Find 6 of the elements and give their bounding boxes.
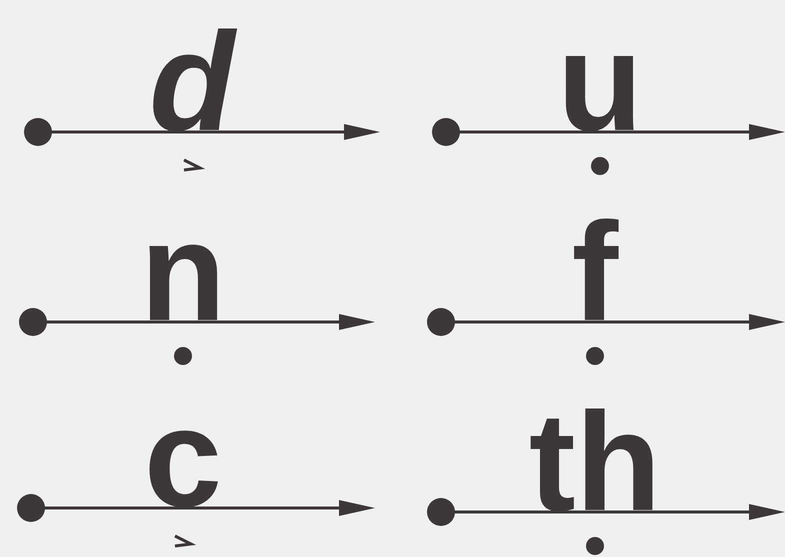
letter: c	[144, 388, 222, 528]
letter: f	[572, 202, 618, 342]
letter: th	[528, 392, 662, 532]
letter: d	[149, 12, 235, 152]
letter: n	[140, 202, 226, 342]
letter: u	[557, 12, 643, 152]
